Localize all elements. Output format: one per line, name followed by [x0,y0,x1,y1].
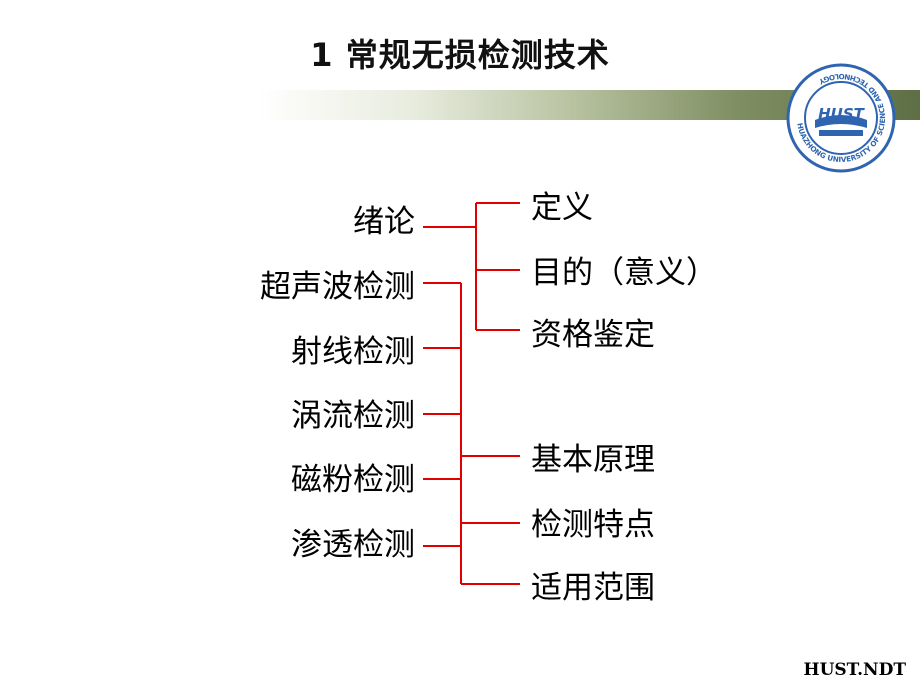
svg-text:HUST: HUST [818,105,866,123]
item-definition: 定义 [531,190,593,226]
item-penetrant: 渗透检测 [291,527,415,563]
item-principle: 基本原理 [531,442,655,478]
footer-label: HUST.NDT [803,660,906,680]
page-title: 1 常规无损检测技术 [310,36,610,74]
item-scope: 适用范围 [531,570,655,606]
university-logo: HUAZHONG UNIVERSITY OF SCIENCE AND TECHN… [786,63,896,173]
item-intro: 绪论 [353,204,415,240]
item-qualification: 资格鉴定 [531,317,655,353]
header-band [0,90,920,120]
item-eddy-current: 涡流检测 [291,398,415,434]
item-radiographic: 射线检测 [291,334,415,370]
item-ultrasonic: 超声波检测 [260,269,415,305]
header-area [0,0,920,90]
item-magnetic-particle: 磁粉检测 [291,462,415,498]
item-features: 检测特点 [531,507,655,543]
item-purpose: 目的（意义） [531,255,717,291]
